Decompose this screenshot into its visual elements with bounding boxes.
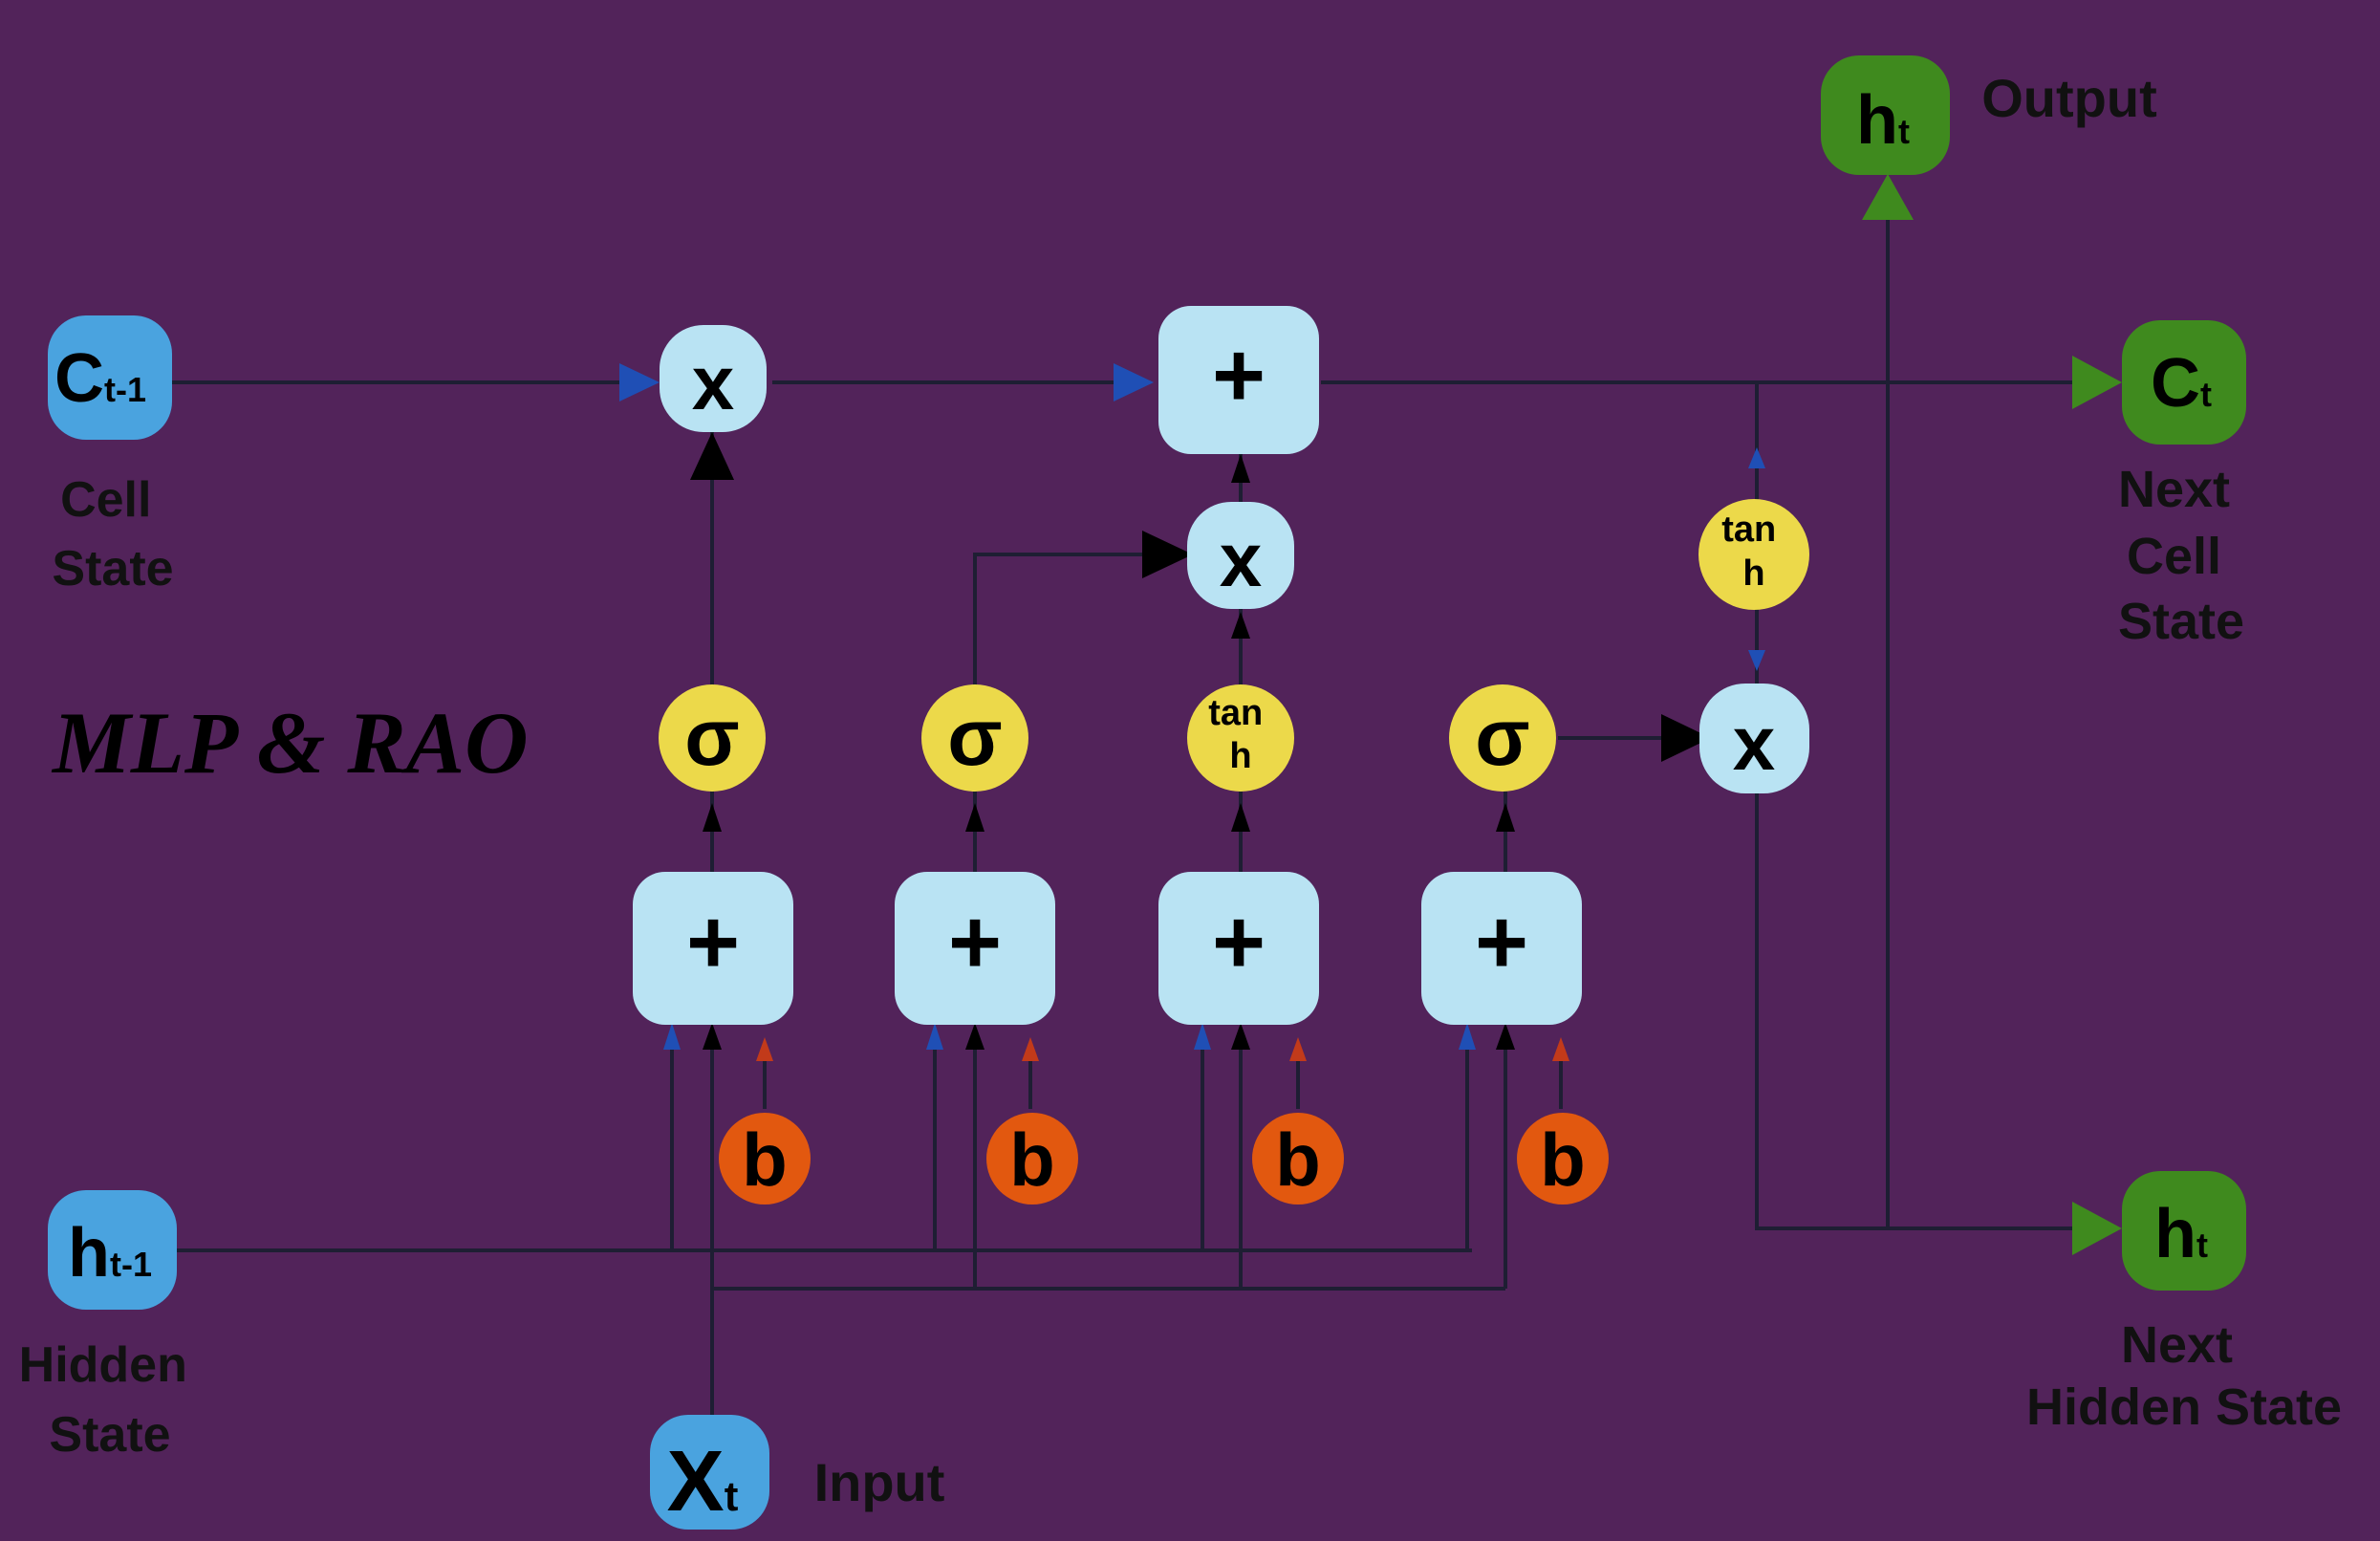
input-x-node: Xt: [650, 1415, 769, 1530]
svg-text:x: x: [1733, 701, 1776, 786]
cell-prev-sub: t-1: [104, 370, 146, 409]
sigma-output-node: σ: [1449, 684, 1556, 792]
svg-text:+: +: [1475, 891, 1528, 993]
next-hidden-label: Next Hidden State: [2026, 1316, 2342, 1436]
svg-text:Xt: Xt: [667, 1434, 739, 1530]
hidden-state-label: Hidden State: [19, 1337, 202, 1463]
svg-text:b: b: [1275, 1118, 1321, 1202]
arrow-right-output-gate: [1661, 714, 1711, 762]
svg-text:+: +: [1212, 324, 1266, 426]
arrow-blue-hidden-4: [1459, 1023, 1476, 1050]
diagram-title: MLP & RAO: [51, 694, 529, 792]
arrow-up-tanh-mult: [1231, 612, 1250, 639]
arrowheads: [619, 174, 2122, 1255]
arrow-blue-cell-mult: [619, 363, 660, 402]
input-gate-path: [973, 553, 1180, 690]
output-sub: t: [1898, 112, 1910, 151]
bias-node-forget: b: [719, 1113, 811, 1205]
next-hidden-sub: t: [2196, 1226, 2208, 1265]
svg-text:ht: ht: [1856, 82, 1910, 159]
next-cell-label: Next Cell State: [2118, 461, 2244, 650]
sigma-input-node: σ: [921, 684, 1028, 792]
svg-text:ht-1: ht-1: [68, 1215, 152, 1291]
arrow-up-input-1: [703, 1023, 722, 1050]
next-hidden-symbol: h: [2154, 1196, 2196, 1272]
arrow-green-output: [1862, 174, 1914, 220]
arrow-up-forget-mult: [690, 432, 734, 480]
svg-text:b: b: [1540, 1118, 1586, 1202]
arrow-blue-tanh-up: [1748, 447, 1765, 468]
svg-text:Ct: Ct: [2151, 345, 2212, 422]
arrow-up-sum-2: [965, 803, 984, 832]
hidden-prev-sub: t-1: [110, 1245, 152, 1284]
output-multiply-node: x: [1699, 684, 1809, 793]
output-h-node: ht: [1821, 55, 1950, 175]
input-label: Input: [814, 1452, 945, 1512]
sum-node-forget: +: [633, 872, 793, 1025]
arrow-up-mult-add: [1231, 454, 1250, 483]
arrow-red-bias-3: [1289, 1037, 1307, 1061]
svg-text:+: +: [948, 891, 1002, 993]
arrow-blue-hidden-3: [1194, 1023, 1211, 1050]
hidden-state-prev-node: ht-1: [48, 1190, 177, 1310]
svg-text:σ: σ: [1475, 692, 1529, 782]
svg-text:b: b: [742, 1118, 788, 1202]
svg-text:x: x: [1220, 517, 1263, 602]
svg-text:x: x: [692, 340, 735, 425]
arrow-green-next-hidden: [2072, 1202, 2122, 1255]
sum-node-candidate: +: [1158, 872, 1319, 1025]
arrow-blue-hidden-1: [663, 1023, 681, 1050]
arrow-up-input-4: [1496, 1023, 1515, 1050]
bias-node-output: b: [1517, 1113, 1609, 1205]
cell-tanh-node: tan h: [1698, 499, 1809, 610]
svg-text:tan h: tan h: [1208, 693, 1273, 776]
arrow-blue-tanh-down: [1748, 650, 1765, 671]
svg-text:σ: σ: [684, 692, 739, 782]
bias-node-input: b: [986, 1113, 1078, 1205]
output-label: Output: [1981, 68, 2156, 128]
svg-text:+: +: [1212, 891, 1266, 993]
input-sub: t: [725, 1473, 739, 1520]
next-cell-sub: t: [2200, 375, 2212, 414]
svg-text:ht: ht: [2154, 1196, 2208, 1272]
arrow-green-next-cell: [2072, 356, 2122, 409]
output-symbol: h: [1856, 82, 1898, 159]
arrow-up-sum-1: [703, 803, 722, 832]
next-hidden-node: ht: [2122, 1171, 2246, 1291]
tanh-candidate-node: tan h: [1187, 684, 1294, 792]
output-mult-path: [1755, 793, 2084, 1230]
input-multiply-node: x: [1187, 502, 1294, 609]
arrow-blue-hidden-2: [926, 1023, 943, 1050]
arrow-right-input-gate: [1142, 531, 1193, 578]
bias-node-candidate: b: [1252, 1113, 1344, 1205]
sum-node-input: +: [895, 872, 1055, 1025]
svg-text:b: b: [1009, 1118, 1055, 1202]
next-cell-symbol: C: [2151, 345, 2200, 422]
cell-add-node: +: [1158, 306, 1319, 454]
arrow-up-input-3: [1231, 1023, 1250, 1050]
arrow-up-sum-4: [1496, 803, 1515, 832]
arrow-up-input-2: [965, 1023, 984, 1050]
arrow-red-bias-2: [1022, 1037, 1039, 1061]
svg-text:tan h: tan h: [1721, 510, 1786, 594]
cell-state-label: Cell State: [52, 472, 173, 597]
cell-state-prev-node: Ct-1: [48, 315, 172, 440]
arrow-blue-cell-add: [1114, 363, 1154, 402]
arrow-red-bias-4: [1552, 1037, 1569, 1061]
svg-text:Ct-1: Ct-1: [54, 340, 146, 417]
sigma-forget-node: σ: [659, 684, 766, 792]
next-cell-node: Ct: [2122, 320, 2246, 445]
input-symbol: X: [667, 1434, 725, 1530]
svg-text:+: +: [686, 891, 740, 993]
forget-multiply-node: x: [660, 325, 767, 432]
arrow-red-bias-1: [756, 1037, 773, 1061]
hidden-prev-symbol: h: [68, 1215, 110, 1291]
cell-prev-symbol: C: [54, 340, 104, 417]
arrow-up-sum-3: [1231, 803, 1250, 832]
sum-node-output: +: [1421, 872, 1582, 1025]
svg-text:σ: σ: [947, 692, 1002, 782]
